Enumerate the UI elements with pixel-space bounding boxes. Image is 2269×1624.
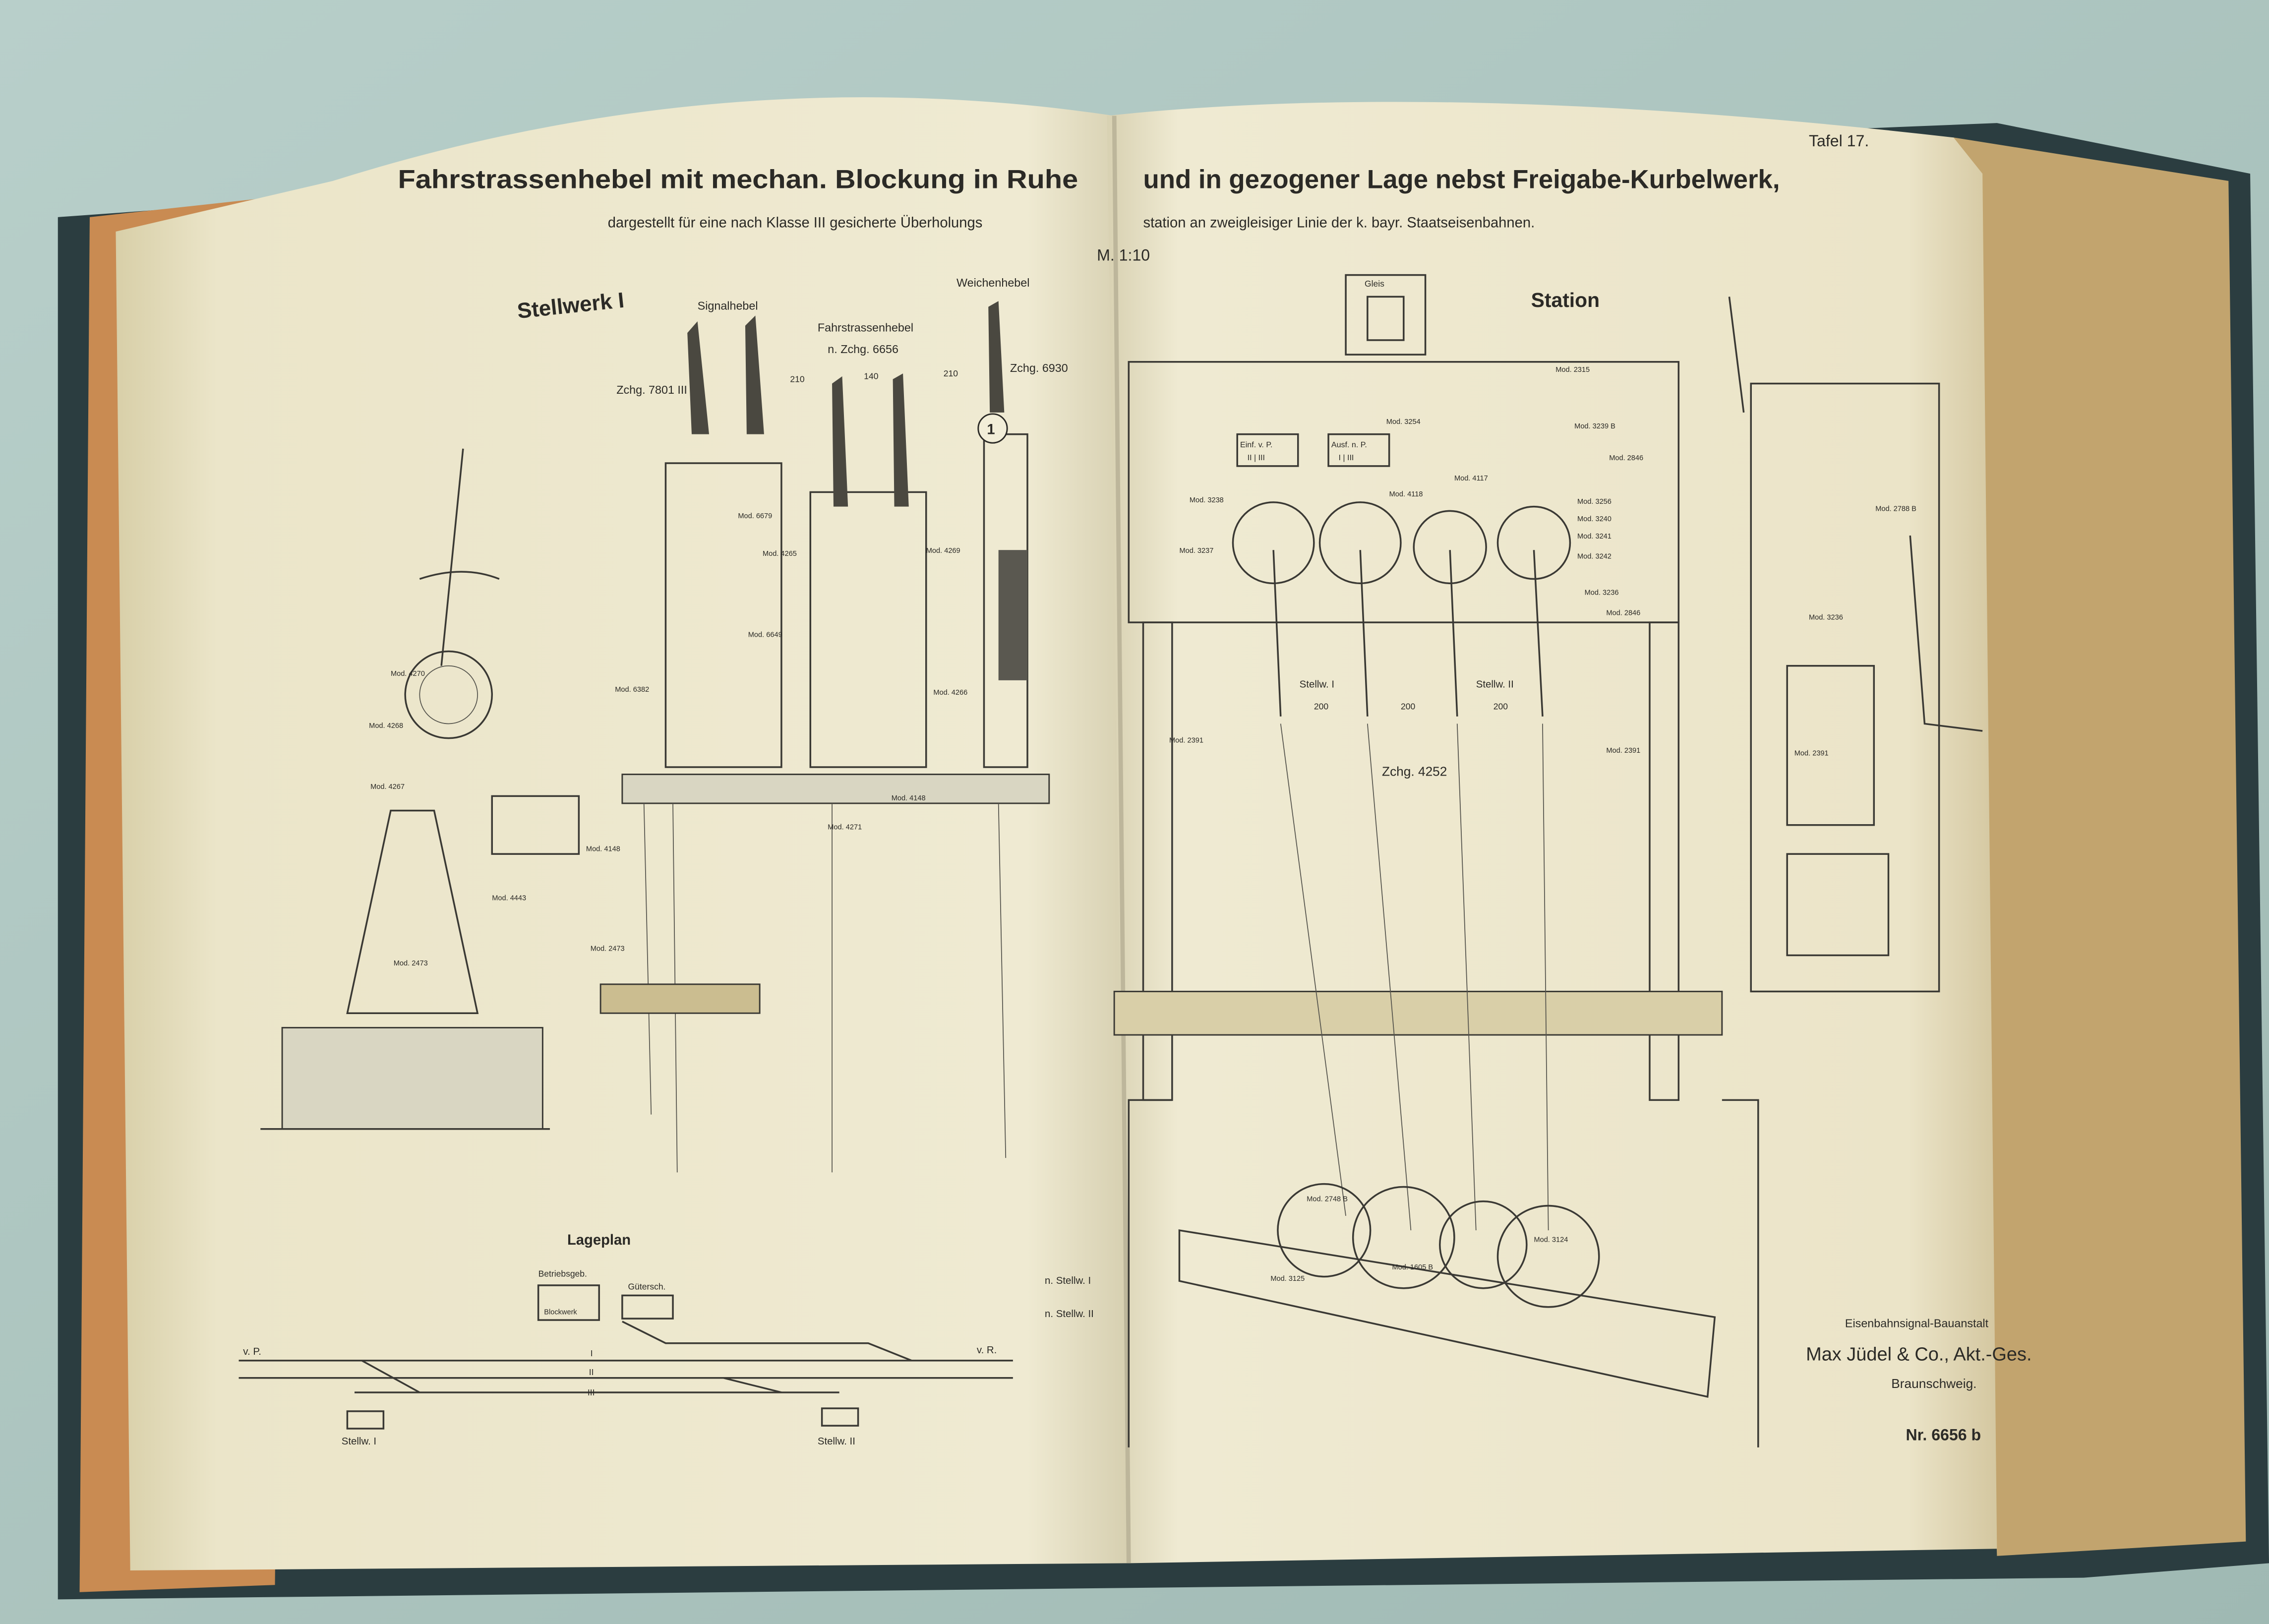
plate-subtitle-right: station an zweigleisiger Linie der k. ba… [1143, 215, 1535, 231]
track-III: III [588, 1387, 595, 1397]
mod-label: Mod. 4117 [1454, 475, 1488, 482]
mod-label: Mod. 3241 [1577, 533, 1612, 541]
left-page [116, 97, 1129, 1571]
drawing-4252: Zchg. 4252 [1382, 764, 1447, 779]
right-page-edge [1953, 137, 2246, 1556]
drawing-6930: Zchg. 6930 [1010, 361, 1068, 374]
stellwerk-2-label: Stellw. II [818, 1436, 855, 1447]
signal-lever-label: Signalhebel [698, 300, 758, 312]
plate-number: Tafel 17. [1809, 132, 1869, 150]
mod-label: Mod. 2391 [1606, 747, 1640, 755]
route-lever-label: Fahrstrassenhebel [818, 321, 913, 334]
mod-label: Mod. 3125 [1270, 1275, 1305, 1283]
lageplan-title: Lageplan [567, 1232, 631, 1248]
mod-label: Mod. 2788 B [1875, 505, 1916, 513]
route-lever-drawing: n. Zchg. 6656 [828, 343, 898, 356]
mod-label: Mod. 2473 [394, 960, 428, 967]
dim-210-a: 210 [790, 374, 804, 384]
mod-label: Mod. 3236 [1585, 589, 1619, 597]
mod-label: Mod. 2748 B [1307, 1196, 1348, 1203]
dim-140: 140 [864, 371, 878, 381]
mod-label: Mod. 4148 [586, 845, 620, 853]
to-stellwerk-1: n. Stellw. I [1045, 1275, 1091, 1286]
mod-label: Mod. 2391 [1169, 736, 1203, 744]
crank-side-view [1750, 382, 1940, 993]
to-stellwerk-2: n. Stellw. II [1045, 1309, 1094, 1320]
exit-label: Ausf. n. P. [1331, 440, 1367, 449]
maker-line-3: Braunschweig. [1891, 1376, 1976, 1391]
entry-tracks: II | III [1248, 453, 1265, 462]
exit-tracks: I | III [1338, 453, 1354, 462]
block-instrument-case [1128, 361, 1680, 623]
dim-200-b: 200 [1401, 701, 1415, 711]
mod-label: Mod. 3240 [1577, 515, 1612, 523]
track-layout-plan: Lageplan Betriebsgeb. Blockwerk Gütersch… [239, 1232, 1013, 1447]
drawing-7801: Zchg. 7801 III [616, 383, 687, 396]
mod-label: Mod. 2315 [1555, 366, 1590, 374]
switch-lever-label: Weichenhebel [956, 276, 1029, 289]
mod-label: Mod. 4266 [933, 689, 967, 697]
mod-label: Mod. 2846 [1606, 609, 1640, 617]
sheet-number: Nr. 6656 b [1906, 1426, 1981, 1444]
dim-200-a: 200 [1314, 701, 1328, 711]
mod-label: Mod. 3236 [1809, 613, 1843, 621]
mod-label: Mod. 3124 [1534, 1236, 1568, 1244]
stellwerk-1-label: Stellw. I [342, 1436, 376, 1447]
plate-title-left: Fahrstrassenhebel mit mechan. Blockung i… [398, 165, 1078, 194]
mod-label: Mod. 6382 [615, 686, 649, 694]
right-page [1107, 102, 1997, 1564]
plate-subtitle-left: dargestellt für eine nach Klasse III ges… [608, 215, 983, 231]
mod-label: Mod. 3237 [1179, 547, 1213, 555]
station-title: Station [1531, 289, 1600, 311]
mod-label: Mod. 2473 [591, 945, 625, 953]
mod-label: Mod. 3239 B [1574, 422, 1615, 430]
mod-label: Mod. 3254 [1386, 418, 1421, 426]
mod-label: Mod. 4271 [828, 824, 862, 832]
gutter [1112, 116, 1131, 1564]
lever-number-badge: 1 [987, 422, 995, 438]
plate-title-right: und in gezogener Lage nebst Freigabe-Kur… [1143, 165, 1780, 194]
track-I: I [591, 1348, 593, 1358]
mod-label: Mod. 3242 [1577, 553, 1612, 561]
mod-label: Mod. 4118 [1389, 490, 1423, 498]
to-label: v. R. [977, 1345, 997, 1356]
track-label: Gleis [1365, 279, 1384, 289]
mod-label: Mod. 6649 [748, 631, 782, 639]
dim-200-c: 200 [1493, 701, 1508, 711]
stellwerk-1-label: Stellw. I [1300, 679, 1334, 690]
mod-label: Mod. 2391 [1794, 750, 1829, 758]
entry-label: Einf. v. P. [1240, 440, 1272, 449]
mod-label: Mod. 2846 [1609, 454, 1643, 462]
right-drawing: Station Gleis Einf. v. P. II | III Ausf.… [1045, 274, 2032, 1447]
building-label: Betriebsgeb. [538, 1268, 587, 1278]
mod-label: Mod. 4265 [763, 550, 797, 558]
scale-label: M. 1:10 [1097, 246, 1150, 264]
dim-210-b: 210 [944, 368, 958, 378]
mod-label: Mod. 4148 [892, 794, 926, 802]
lever-frame-side-view [260, 448, 580, 1130]
goods-shed-label: Gütersch. [628, 1282, 666, 1292]
mod-label: Mod. 3238 [1190, 496, 1224, 504]
maker-line-2: Max Jüdel & Co., Akt.-Ges. [1806, 1344, 2031, 1365]
mod-label: Mod. 3256 [1577, 498, 1612, 506]
from-label: v. P. [243, 1346, 261, 1357]
mod-label: Mod. 4267 [370, 783, 405, 791]
mod-label: Mod. 6679 [738, 512, 772, 520]
blockwerk-label: Blockwerk [544, 1308, 577, 1316]
maker-line-1: Eisenbahnsignal-Bauanstalt [1845, 1317, 1989, 1330]
stellwerk-2-label: Stellw. II [1476, 679, 1514, 690]
left-drawing: Stellwerk I Signalhebel Fahrstrassenhebe… [239, 276, 1068, 1447]
mod-label: Mod. 4268 [369, 722, 403, 730]
mod-label: Mod. 4443 [492, 895, 526, 902]
track-II: II [589, 1367, 594, 1377]
mod-label: Mod. 4270 [391, 670, 425, 678]
mod-label: Mod. 4269 [926, 547, 960, 555]
mod-label: Mod. 1605 B [1392, 1263, 1433, 1271]
lever-frame-front-view: 1 [599, 301, 1050, 1173]
